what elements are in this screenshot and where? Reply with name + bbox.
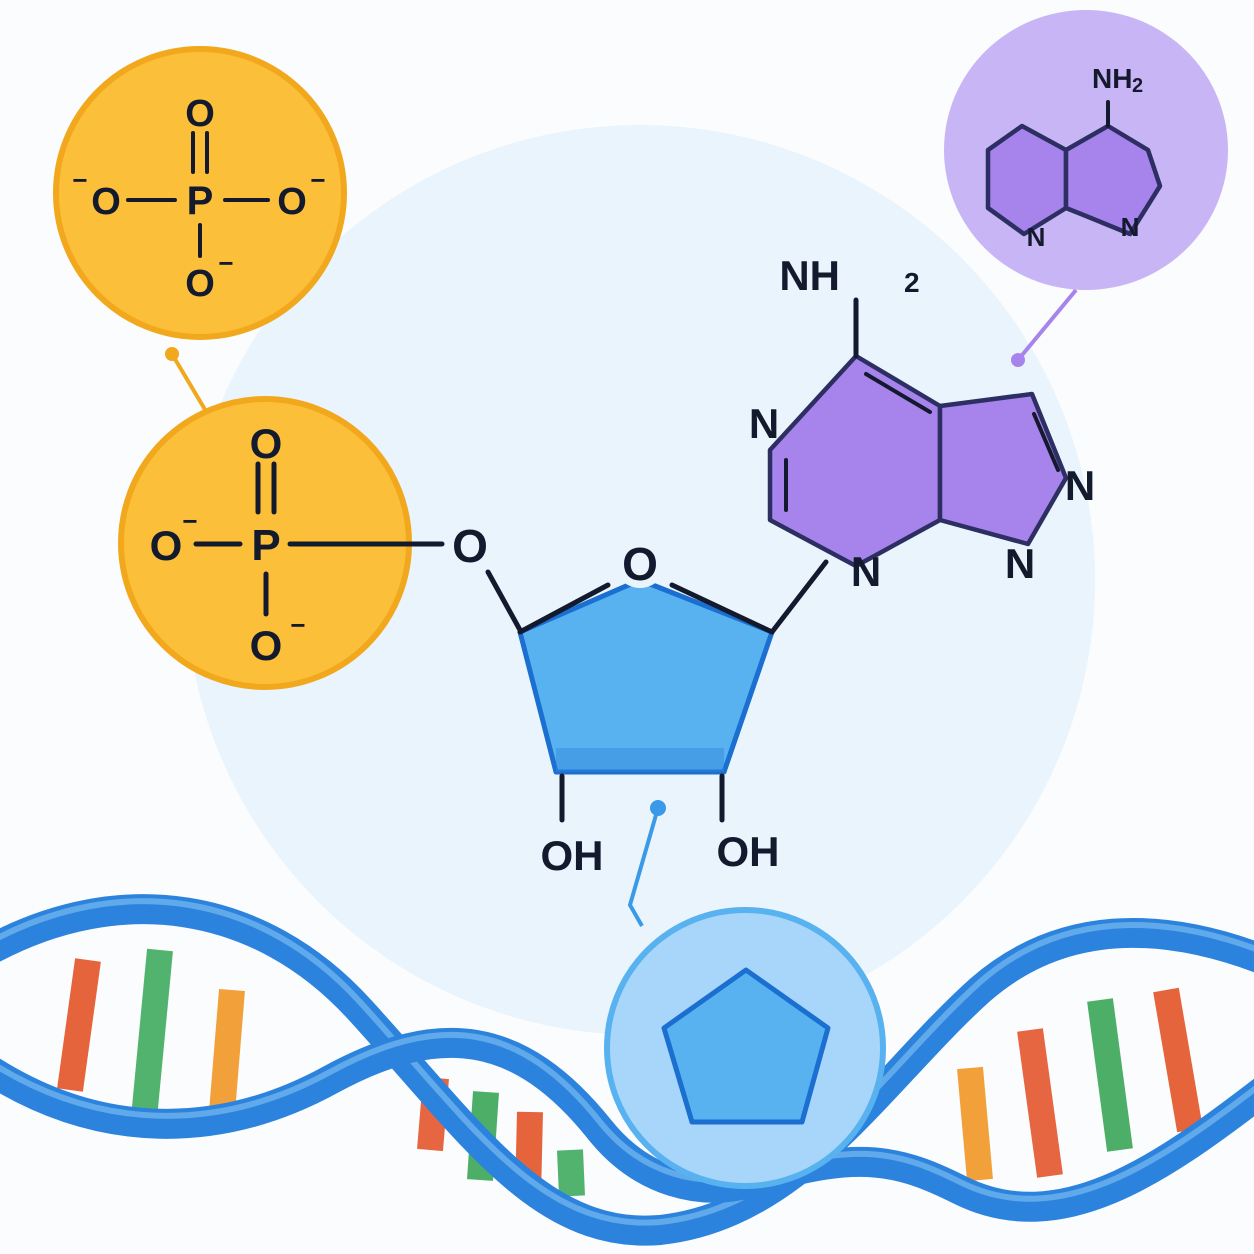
pc-charge-bottom: − [218, 248, 233, 278]
sugar-bond-to-base [769, 559, 829, 635]
ph-oxygen-bottom: O [250, 622, 283, 669]
linker-bond-to-sugar [485, 569, 523, 633]
pentagon-icon [661, 967, 831, 1125]
pc-oxygen-top: O [185, 93, 215, 135]
base-callout: NH 2 N N [944, 10, 1228, 367]
base-callout-connector [1016, 288, 1078, 362]
ph-charge-left: − [182, 506, 197, 536]
ph-oxygen-left: O [150, 522, 183, 569]
bc-amine: NH [1092, 63, 1132, 94]
bc-n-right: N [1121, 212, 1140, 242]
base-double-bond-3 [1032, 412, 1060, 472]
base-n-right-top: N [1065, 462, 1095, 509]
base-callout-dot [1011, 353, 1025, 367]
pc-oxygen-right: O [277, 181, 307, 223]
helix-strand-a [0, 894, 1254, 1246]
phosphate-callout-dot [165, 347, 179, 361]
nucleobase: NH 2 N N N N [749, 252, 1095, 595]
sugar-ring-shadow [556, 748, 724, 772]
ph-oxygen-top: O [250, 420, 283, 467]
helix-rung [1153, 987, 1203, 1133]
base-five-ring [937, 391, 1069, 547]
helix-rung [57, 958, 101, 1092]
pc-oxygen-bottom: O [185, 263, 215, 305]
pc-charge-left: − [72, 165, 87, 195]
bc-amine-sub: 2 [1132, 75, 1143, 97]
sugar-oxygen-backdrop [614, 536, 666, 588]
helix-rung [1087, 998, 1133, 1152]
helix-rung [131, 948, 173, 1120]
helix-rung [1017, 1028, 1063, 1178]
base-n-right-bottom: N [1005, 540, 1035, 587]
phosphate-callout: O P − O O − O − [53, 46, 347, 420]
sugar-bond-o-left [517, 582, 611, 635]
linker-oxygen: O [452, 520, 488, 572]
sugar-bond-o-right [669, 582, 775, 635]
pc-charge-right: − [310, 165, 325, 195]
bc-right-ring [1063, 123, 1163, 237]
base-amine-sub: 2 [904, 267, 920, 298]
sugar-callout-dot [650, 800, 666, 816]
helix-rung [957, 1066, 993, 1182]
base-double-bond-1 [864, 372, 932, 414]
phosphate-group: O P O − O − [118, 396, 445, 690]
helix-rung [209, 988, 245, 1114]
ph-phosphorus: P [251, 521, 280, 570]
ph-charge-bottom: − [290, 610, 305, 640]
base-amine-text: NH [779, 252, 840, 299]
bc-n-left: N [1027, 222, 1046, 252]
ribose-sugar: O OH OH [517, 536, 829, 879]
sugar-callout [604, 800, 886, 1189]
bc-left-ring [985, 123, 1069, 237]
helix-strand-b [0, 1027, 1254, 1222]
phosphate-callout-bubble [53, 46, 347, 340]
pc-oxygen-left: O [91, 181, 121, 223]
sugar-ring-oxygen: O [622, 538, 658, 590]
sugar-oh-right: OH [717, 828, 780, 875]
sugar-callout-connector [627, 807, 660, 927]
base-n-bottom: N [851, 548, 881, 595]
dna-helix-icon [0, 894, 1254, 1246]
sugar-oh-left: OH [541, 832, 604, 879]
pc-phosphorus: P [187, 179, 214, 223]
base-n-left: N [749, 400, 779, 447]
helix-strand-b-highlight [0, 1031, 1254, 1202]
helix-rung [557, 1149, 585, 1197]
phosphate-callout-connector [170, 352, 212, 420]
helix-strand-a-highlight [0, 898, 1254, 1226]
base-amine: NH [779, 252, 840, 299]
